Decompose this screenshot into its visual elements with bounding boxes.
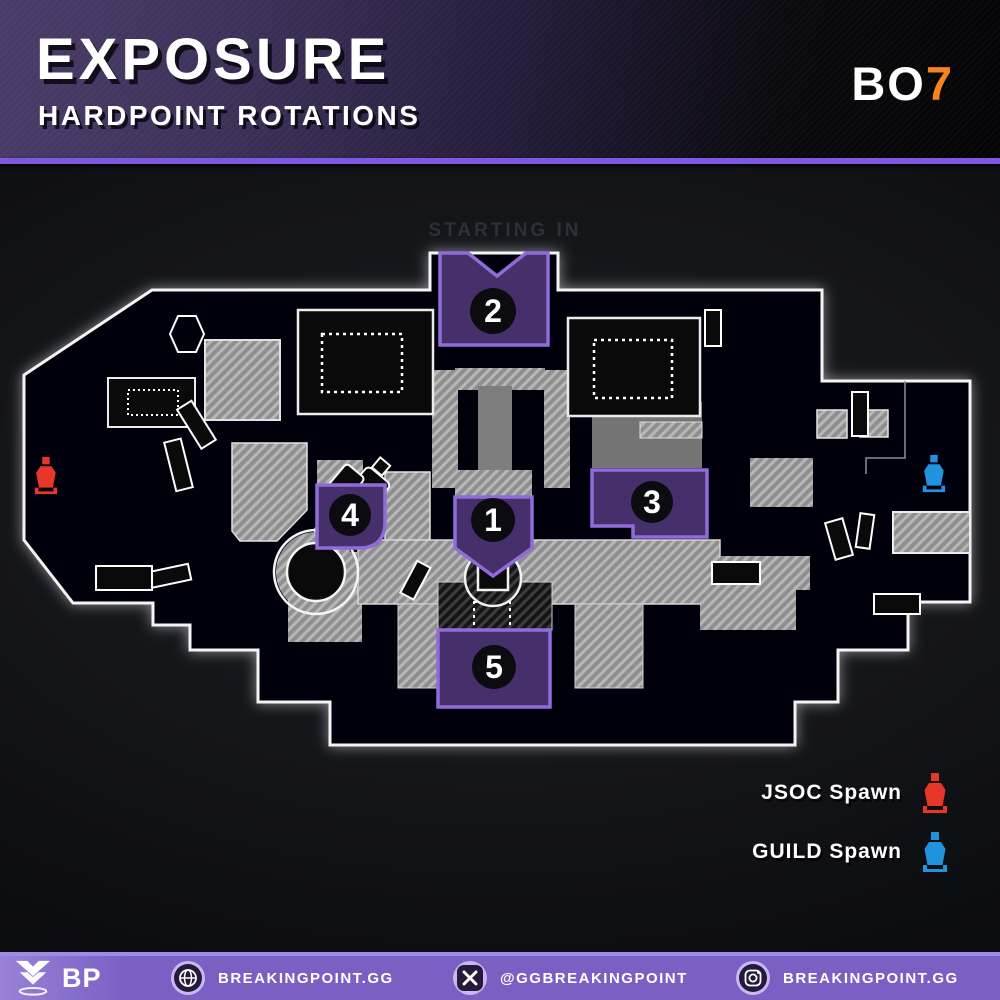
brand-block: BP — [0, 956, 130, 1000]
hardpoint-zone-1: 1 — [453, 495, 534, 579]
bp-logo-icon — [15, 960, 51, 996]
header-accent-divider — [0, 158, 1000, 164]
guild-spawn-label: GUILD Spawn — [752, 840, 902, 863]
jsoc-spawn-label: JSOC Spawn — [761, 781, 902, 804]
instagram-label: BREAKINGPOINT.GG — [783, 969, 959, 987]
bo7-logo-suffix: 7 — [925, 57, 954, 110]
website-label: BREAKINGPOINT.GG — [218, 969, 394, 987]
legend-row-jsoc: JSOC Spawn — [761, 771, 950, 815]
jsoc-spawn-icon — [923, 773, 947, 813]
hardpoint-number: 2 — [484, 293, 502, 329]
hardpoint-number: 1 — [484, 502, 502, 538]
hardpoint-zone-3: 3 — [590, 468, 709, 539]
hardpoint-zone-2: 2 — [438, 251, 550, 347]
map-canvas: 2 4 1 3 5 — [22, 251, 972, 747]
twitter-link[interactable]: @GGBREAKINGPOINT — [452, 956, 688, 1000]
x-icon — [453, 961, 487, 995]
page-subtitle: HARDPOINT ROTATIONS — [38, 100, 421, 131]
bo7-logo: BO7 — [851, 56, 954, 111]
map-rooms — [107, 308, 702, 428]
hardpoint-zone-5: 5 — [436, 628, 552, 709]
bo7-logo-prefix: BO — [851, 57, 926, 110]
hardpoint-zone-4: 4 — [315, 483, 387, 550]
hardpoint-number: 3 — [643, 484, 661, 520]
legend-row-guild: GUILD Spawn — [752, 830, 950, 874]
website-link[interactable]: BREAKINGPOINT.GG — [170, 956, 394, 1000]
hardpoint-number: 5 — [485, 649, 503, 685]
hardpoint-number: 4 — [341, 497, 359, 533]
page-title: EXPOSURE — [36, 27, 391, 92]
map-area: STARTING IN — [0, 164, 1000, 952]
instagram-icon — [736, 961, 770, 995]
footer: BP BREAKINGPOINT.GG @GGBREAKINGPOINT — [0, 952, 1000, 1000]
header: EXPOSURE HARDPOINT ROTATIONS BO7 — [0, 0, 1000, 158]
twitter-label: @GGBREAKINGPOINT — [500, 969, 688, 987]
instagram-link[interactable]: BREAKINGPOINT.GG — [735, 956, 959, 1000]
legend: JSOC Spawn GUILD Spawn — [752, 771, 950, 874]
starting-in-label: STARTING IN — [428, 220, 582, 241]
brand-label: BP — [62, 962, 102, 993]
globe-icon — [171, 961, 205, 995]
guild-spawn-icon — [923, 832, 947, 872]
